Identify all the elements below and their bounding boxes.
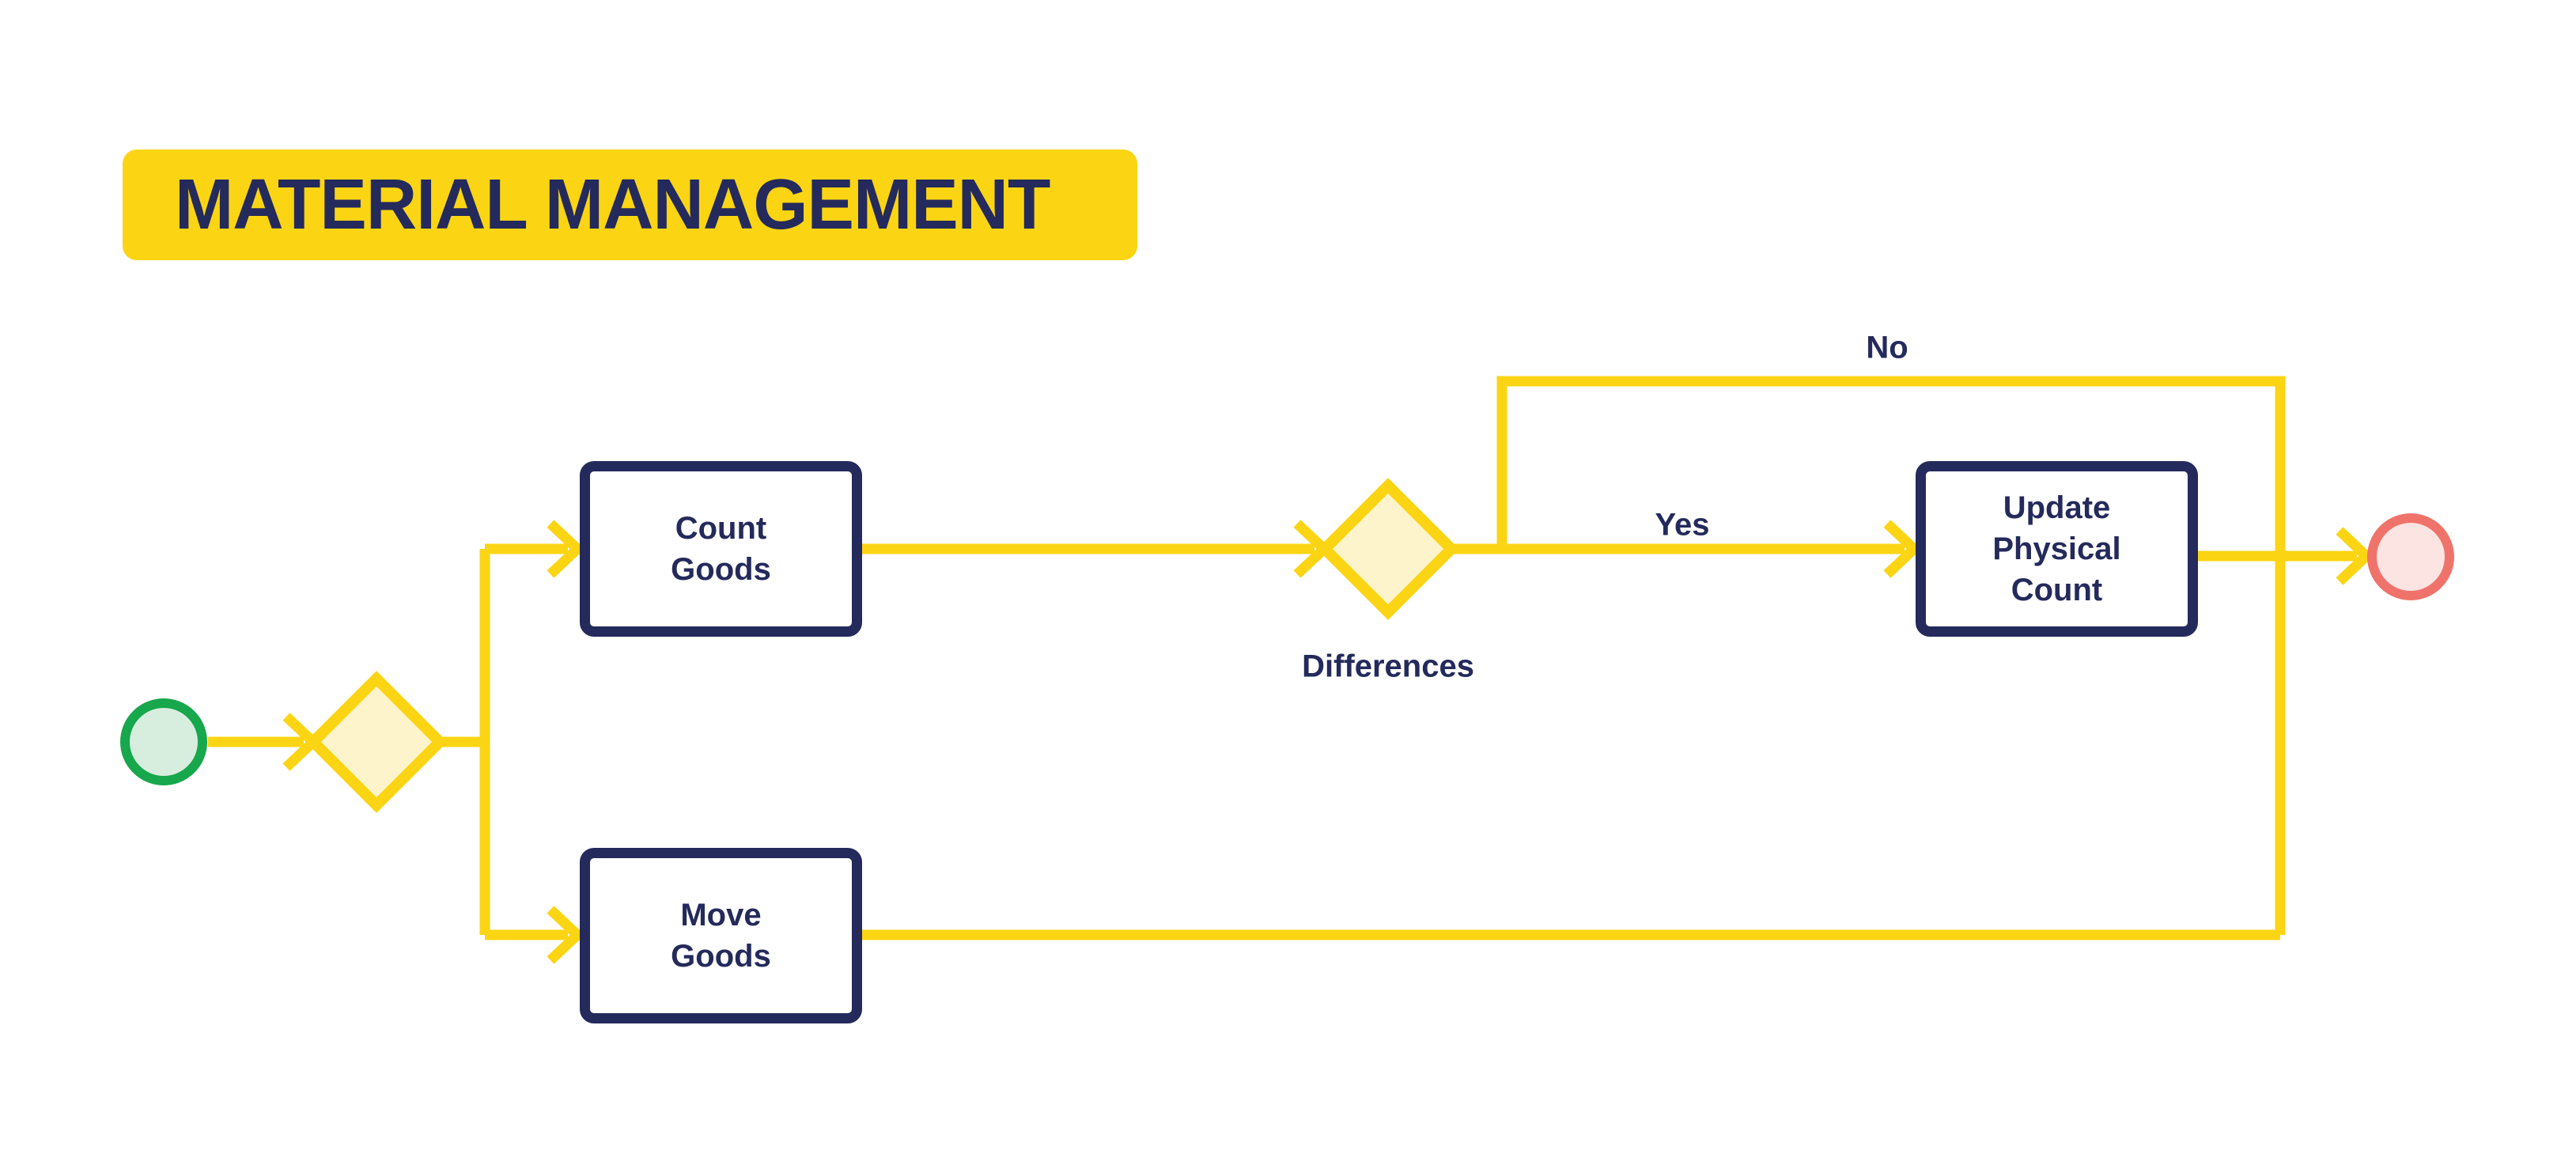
edge-label-yes: Yes (1655, 507, 1710, 543)
task-count-goods-label: Count Goods (671, 511, 771, 587)
edge-label-no: No (1866, 330, 1908, 365)
arrowhead-icon (2336, 527, 2374, 585)
arrowhead-icon (547, 520, 585, 578)
differences-gateway-label: Differences (1302, 649, 1474, 684)
arrowhead-icon (547, 906, 585, 964)
edge-no-loop (1496, 376, 2286, 935)
page-title: MATERIAL MANAGEMENT (175, 165, 1050, 244)
task-move-goods: Move Goods (580, 848, 862, 1023)
task-count-goods: Count Goods (580, 461, 862, 637)
start-event-circle (120, 698, 207, 785)
task-move-goods-label: Move Goods (671, 898, 771, 974)
split-gateway-diamond (305, 671, 448, 813)
title-banner: MATERIAL MANAGEMENT (123, 149, 1137, 260)
arrowhead-icon (1883, 520, 1922, 578)
end-event-circle (2367, 513, 2454, 600)
task-update-physical-count-label: Update Physical Count (1992, 490, 2121, 607)
differences-gateway-diamond (1317, 478, 1459, 620)
task-update-physical-count: Update Physical Count (1916, 461, 2198, 637)
